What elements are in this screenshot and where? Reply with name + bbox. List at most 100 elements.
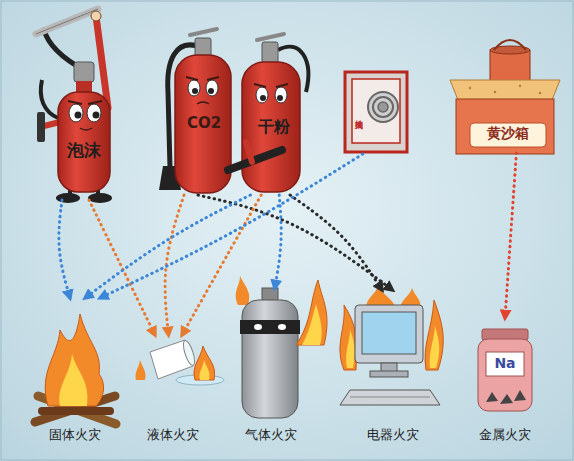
campfire bbox=[42, 407, 110, 415]
sand-box bbox=[519, 85, 521, 87]
burning-computer bbox=[340, 305, 357, 370]
hydrant-box bbox=[378, 102, 388, 112]
sand-box bbox=[450, 40, 560, 154]
hydrant-box bbox=[345, 72, 407, 152]
foam-extinguisher bbox=[69, 104, 83, 122]
gas-cylinder bbox=[254, 324, 262, 330]
foam-extinguisher bbox=[36, 9, 112, 203]
co2-extinguisher bbox=[192, 88, 198, 94]
foam-extinguisher bbox=[74, 62, 94, 82]
powder-extinguisher bbox=[257, 34, 284, 40]
fire-class-label: 气体火灾 bbox=[228, 428, 313, 443]
spilled-beaker bbox=[136, 339, 224, 385]
burning-computer bbox=[346, 330, 355, 368]
dotted-arrow bbox=[290, 195, 382, 290]
sand-box-node: 黄沙箱 bbox=[448, 45, 562, 153]
sand-box bbox=[494, 91, 496, 93]
dotted-arrow bbox=[89, 200, 155, 335]
burning-computer bbox=[355, 305, 423, 363]
dotted-arrow bbox=[182, 195, 261, 335]
gas-cylinder bbox=[296, 280, 327, 345]
foam-extinguisher bbox=[91, 11, 101, 21]
sodium-jar bbox=[486, 352, 524, 376]
equipment-label: CO2 bbox=[175, 115, 233, 132]
equipment-label: 黄沙箱 bbox=[470, 125, 546, 141]
fire-class-label: 液体火灾 bbox=[128, 428, 218, 443]
co2-extinguisher bbox=[197, 102, 209, 104]
dotted-arrow bbox=[275, 195, 281, 288]
powder-extinguisher-node: 干粉 bbox=[236, 35, 308, 195]
dotted-arrow bbox=[505, 153, 516, 318]
fire-class-label: 电器火灾 bbox=[340, 428, 445, 443]
foam-extinguisher bbox=[88, 193, 112, 203]
co2-extinguisher bbox=[159, 29, 231, 193]
hydrant-node: 消火栓 bbox=[343, 70, 409, 154]
co2-extinguisher bbox=[190, 29, 217, 35]
campfire bbox=[45, 314, 103, 406]
equipment-label: 干粉 bbox=[242, 118, 306, 136]
gas-cylinder bbox=[240, 320, 300, 334]
foam-extinguisher bbox=[75, 112, 82, 119]
foam-extinguisher bbox=[36, 9, 98, 34]
spilled-beaker bbox=[136, 360, 146, 380]
burning-computer bbox=[340, 286, 443, 405]
powder-extinguisher bbox=[228, 150, 282, 170]
powder-extinguisher bbox=[246, 142, 252, 162]
sodium-jar bbox=[482, 329, 528, 340]
campfire bbox=[59, 354, 87, 406]
fire-class-node: 固体火灾 bbox=[25, 298, 125, 450]
spilled-beaker bbox=[181, 339, 197, 366]
powder-extinguisher bbox=[262, 42, 278, 63]
campfire bbox=[35, 314, 116, 424]
spilled-beaker bbox=[200, 360, 210, 380]
co2-extinguisher bbox=[208, 88, 214, 94]
foam-extinguisher bbox=[37, 112, 45, 142]
foam-extinguisher bbox=[80, 128, 92, 130]
hydrant-box bbox=[345, 72, 407, 152]
co2-extinguisher-node: CO2 bbox=[163, 25, 233, 195]
gas-cylinder bbox=[242, 300, 298, 418]
foam-extinguisher bbox=[68, 101, 102, 104]
sodium-jar bbox=[500, 394, 513, 404]
powder-extinguisher bbox=[275, 87, 287, 103]
sand-box bbox=[469, 87, 471, 89]
dotted-arrow bbox=[165, 195, 184, 335]
foam-extinguisher bbox=[58, 92, 110, 192]
fire-class-node: 电器火灾 bbox=[340, 290, 445, 450]
sand-box bbox=[450, 80, 560, 100]
hydrant-box bbox=[352, 79, 400, 143]
sand-box bbox=[470, 123, 546, 147]
gas-cylinder bbox=[236, 276, 250, 305]
foam-extinguisher bbox=[93, 112, 100, 119]
powder-extinguisher bbox=[228, 34, 308, 192]
dotted-arrow bbox=[85, 195, 250, 298]
burning-computer bbox=[340, 390, 440, 405]
sand-box bbox=[456, 99, 554, 154]
powder-extinguisher bbox=[254, 84, 288, 87]
co2-extinguisher bbox=[206, 80, 218, 96]
fire-class-label: 金属火灾 bbox=[470, 428, 540, 443]
spilled-beaker bbox=[194, 346, 215, 380]
dotted-arrow bbox=[59, 200, 70, 298]
gas-cylinder bbox=[278, 324, 286, 330]
hydrant-box bbox=[373, 97, 393, 117]
fire-class-label: 固体火灾 bbox=[25, 428, 125, 443]
foam-extinguisher-node: 泡沫 bbox=[35, 5, 125, 200]
gas-cylinder bbox=[302, 304, 322, 345]
foam-extinguisher bbox=[87, 104, 101, 122]
burning-computer bbox=[370, 371, 408, 377]
foam-extinguisher bbox=[36, 9, 98, 34]
co2-extinguisher bbox=[188, 80, 200, 96]
sand-box bbox=[539, 92, 541, 94]
gas-cylinder bbox=[236, 276, 327, 418]
equipment-label: 泡沫 bbox=[58, 141, 110, 161]
co2-extinguisher bbox=[186, 77, 219, 80]
sodium-jar bbox=[486, 392, 498, 402]
powder-extinguisher bbox=[260, 95, 266, 101]
burning-computer bbox=[425, 300, 443, 370]
fire-class-node: 金属火灾 bbox=[470, 318, 540, 450]
sodium-jar bbox=[478, 329, 532, 411]
co2-extinguisher bbox=[195, 38, 211, 57]
